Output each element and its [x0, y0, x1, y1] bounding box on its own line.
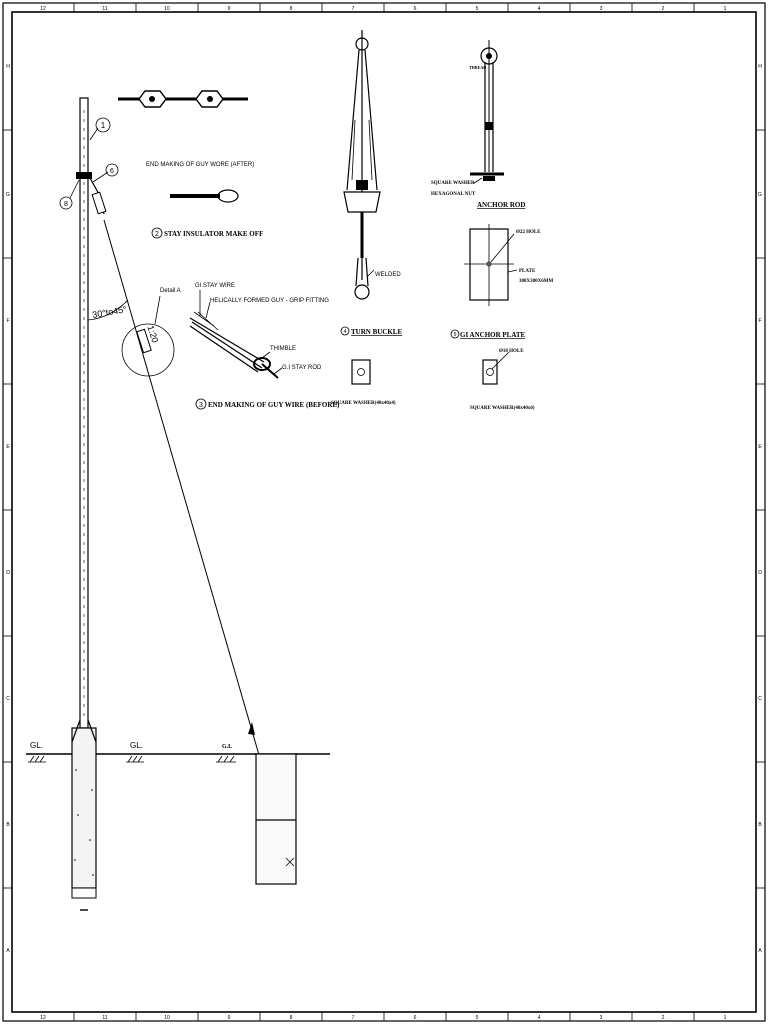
- detail-a-circle: [121, 323, 175, 377]
- zone-top-1: 1: [724, 6, 727, 12]
- zone-top-12: 12: [40, 6, 46, 12]
- label-thimble: THIMBLE: [270, 346, 296, 352]
- zone-top-9: 9: [228, 6, 231, 12]
- guy-before-title: END MAKING OF GUY WIRE (BEFORE): [208, 401, 340, 409]
- row-left-E: E: [6, 444, 10, 450]
- anchor-plate-detail: Ø22 HOLE PLATE 300X300X6MM 5 GI ANCHOR P…: [450, 224, 553, 411]
- zone-bottom-2: 2: [662, 1015, 665, 1021]
- label-stay-rod: G.I STAY ROD: [282, 365, 322, 371]
- gl-label-right: G.L: [222, 744, 232, 750]
- callout-6: [105, 163, 119, 177]
- row-right-D: D: [758, 570, 762, 576]
- pole-foundation: [71, 727, 97, 889]
- turn-buckle-title-num: 4: [344, 329, 347, 335]
- zone-top-4: 4: [538, 6, 541, 12]
- svg-text:6: 6: [110, 168, 114, 175]
- guy-before-title-num: 3: [199, 402, 203, 409]
- zone-bottom-5: 5: [476, 1015, 479, 1021]
- zone-bottom-11: 11: [102, 1015, 107, 1021]
- pole-clamp: [76, 172, 92, 179]
- label-grip-fitting: HELICALLY FORMED GUY - GRIP FITTING: [210, 298, 329, 304]
- row-right-F: F: [758, 318, 761, 324]
- turn-buckle-washer-caption: SQUARE WASHER(40x40x4): [331, 401, 396, 406]
- zone-bottom-10: 10: [164, 1015, 170, 1021]
- anchor-plate-hole-small: Ø18 HOLE: [499, 349, 524, 354]
- anchor-plate-label-plate: PLATE: [519, 269, 536, 274]
- zone-ticks: [3, 3, 765, 1021]
- svg-text:8: 8: [64, 201, 68, 208]
- row-right-C: C: [758, 696, 762, 702]
- zone-bottom-12: 12: [40, 1015, 46, 1021]
- anchor-plate-label-hole: Ø22 HOLE: [516, 230, 541, 235]
- zone-top-6: 6: [414, 6, 417, 12]
- zone-bottom-6: 6: [414, 1015, 417, 1021]
- pole-assembly: 1 6 8 30°to45° 1:20 Detail A: [59, 97, 291, 863]
- callout-8: [59, 196, 73, 210]
- anchor-rod-title: ANCHOR ROD: [477, 201, 525, 209]
- row-right-A: A: [758, 948, 762, 954]
- zone-top-2: 2: [662, 6, 665, 12]
- row-right-B: B: [758, 822, 762, 828]
- stay-insulator-note: END MAKING OF GUY WORE (AFTER): [146, 162, 254, 168]
- row-left-D: D: [6, 570, 10, 576]
- anchor-pit: [255, 753, 297, 885]
- zone-bottom-8: 8: [290, 1015, 293, 1021]
- zone-bottom-4: 4: [538, 1015, 541, 1021]
- ground-symbols: [28, 755, 236, 763]
- anchor-rod-label-top: THREAD: [469, 65, 486, 70]
- label-welded: WELDED: [375, 272, 401, 278]
- zone-top-10: 10: [164, 6, 170, 12]
- row-left-A: A: [6, 948, 10, 954]
- zone-top-5: 5: [476, 6, 479, 12]
- ground-section: GL. GL. G.L: [26, 719, 330, 911]
- turn-buckle-title: TURN BUCKLE: [351, 328, 402, 336]
- row-left-F: F: [6, 318, 9, 324]
- angle-label: 30°to45°: [92, 304, 128, 320]
- zone-top-8: 8: [290, 6, 293, 12]
- stay-insulator-title: STAY INSULATOR MAKE OFF: [164, 230, 263, 238]
- anchor-plate-label-size: 300X300X6MM: [519, 279, 553, 284]
- callout-1: [95, 117, 111, 133]
- zone-top-7: 7: [352, 6, 355, 12]
- zone-bottom-1: 1: [724, 1015, 727, 1021]
- zone-bottom-3: 3: [600, 1015, 603, 1021]
- row-left-H: H: [6, 64, 10, 70]
- detail-label: Detail A: [160, 288, 181, 294]
- stay-insulator-detail: END MAKING OF GUY WORE (AFTER) 2 STAY IN…: [118, 90, 263, 239]
- turn-buckle-detail: WELDED 4 TURN BUCKLE SQUARE WASHER(40x40…: [331, 30, 402, 406]
- svg-text:1: 1: [101, 121, 106, 130]
- row-left-B: B: [6, 822, 10, 828]
- label-gi-stay-wire: GI STAY WIRE: [195, 283, 235, 289]
- stay-insulator-title-num: 2: [155, 231, 159, 238]
- anchor-plate-washer-caption: SQUARE WASHER(40x40x6): [470, 406, 535, 411]
- row-left-G: G: [6, 192, 10, 198]
- row-right-G: G: [758, 192, 762, 198]
- guy-wire-before-detail: GI STAY WIRE HELICALLY FORMED GUY - GRIP…: [189, 283, 340, 410]
- zone-bottom-7: 7: [352, 1015, 355, 1021]
- zone-top-3: 3: [600, 6, 603, 12]
- anchor-rod-label-nut: HEXAGONAL NUT: [431, 192, 476, 197]
- row-right-H: H: [758, 64, 762, 70]
- row-right-E: E: [758, 444, 762, 450]
- gl-label-mid: GL.: [130, 741, 143, 750]
- zone-top-11: 11: [102, 6, 107, 12]
- gl-label-left: GL.: [30, 741, 43, 750]
- row-left-C: C: [6, 696, 10, 702]
- anchor-plate-title-num: 5: [454, 332, 457, 338]
- zone-bottom-9: 9: [228, 1015, 231, 1021]
- anchor-plate-title: GI ANCHOR PLATE: [460, 331, 526, 339]
- anchor-rod-detail: THREAD SQUARE WASHER HEXAGONAL NUT ANCHO…: [431, 40, 525, 209]
- anchor-rod-label-washer: SQUARE WASHER: [431, 181, 475, 186]
